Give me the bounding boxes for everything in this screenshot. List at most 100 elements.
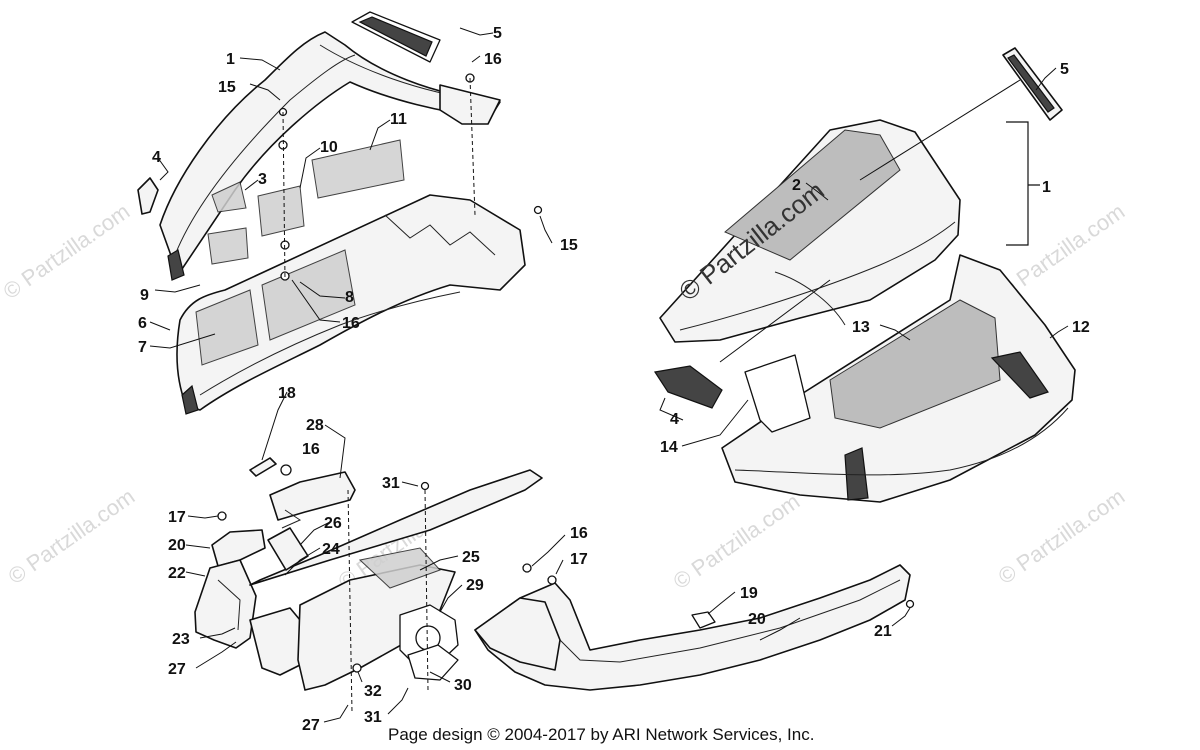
callout-17: 17 — [168, 509, 186, 526]
leader — [195, 641, 237, 669]
leader — [805, 182, 829, 201]
heat-shield-28 — [269, 471, 356, 521]
callout-19: 19 — [740, 585, 758, 602]
hood-mount-bracket — [439, 84, 501, 125]
vent-grille — [358, 16, 433, 57]
copyright-footer: Page design © 2004-2017 by ARI Network S… — [388, 725, 814, 744]
bracket-26 — [267, 527, 309, 571]
decal-13 — [829, 299, 1001, 429]
callout-4: 4 — [152, 149, 161, 166]
callout-9: 9 — [140, 287, 149, 304]
leader — [539, 215, 553, 244]
callout-16: 16 — [484, 51, 502, 68]
right-nose-bracket — [474, 597, 561, 671]
callout-27: 27 — [168, 661, 186, 678]
hood-top-assembly — [137, 11, 543, 415]
callout-26: 26 — [324, 515, 342, 532]
callout-31: 31 — [364, 709, 382, 726]
screw-17b — [547, 575, 557, 585]
callout-20: 20 — [748, 611, 766, 628]
belly-pan-assembly — [194, 457, 915, 713]
flange-30-ring — [407, 644, 459, 681]
decal-14 — [744, 354, 811, 433]
hood-front-ridge — [384, 214, 496, 256]
leader — [439, 584, 463, 613]
right-vent-grille — [1007, 54, 1055, 113]
belly-pan-24 — [249, 469, 543, 586]
leader — [891, 607, 911, 627]
upper-panel-crease — [679, 221, 956, 331]
leader — [1049, 325, 1069, 339]
callout-8: 8 — [345, 289, 354, 306]
leader — [239, 57, 281, 71]
heat-shield-fold — [281, 509, 302, 529]
callout-3: 3 — [258, 171, 267, 188]
leader — [185, 571, 206, 577]
assembly-axis — [282, 111, 286, 281]
leader — [244, 179, 259, 191]
leader-lines — [149, 27, 1069, 723]
callout-5: 5 — [1060, 61, 1069, 78]
callout-5: 5 — [493, 25, 502, 42]
clip-32 — [352, 663, 362, 673]
side-trim-left — [137, 177, 159, 215]
screw-17 — [217, 511, 227, 521]
clip-18 — [249, 457, 277, 477]
leader — [249, 83, 281, 101]
callout-labels: 1 5 16 15 11 10 4 3 15 9 8 6 16 7 5 2 1 … — [138, 25, 1090, 734]
decal-2 — [724, 129, 901, 261]
callout-16: 16 — [342, 315, 360, 332]
assembly-axis — [424, 489, 429, 691]
callout-23: 23 — [172, 631, 190, 648]
callout-15: 15 — [218, 79, 236, 96]
leader — [149, 333, 216, 349]
bracket-22 — [194, 559, 257, 649]
nut-16c — [280, 464, 292, 476]
decal-11 — [311, 139, 405, 199]
rivet-19 — [691, 611, 716, 629]
leader — [471, 55, 481, 63]
callout-18: 18 — [278, 385, 296, 402]
callout-24: 24 — [322, 541, 340, 558]
callout-20: 20 — [168, 537, 186, 554]
callout-1: 1 — [226, 51, 235, 68]
leader — [324, 424, 346, 479]
callout-21: 21 — [874, 623, 892, 640]
callout-29: 29 — [466, 577, 484, 594]
callout-1: 1 — [1042, 179, 1051, 196]
callout-32: 32 — [364, 683, 382, 700]
leader — [369, 119, 391, 151]
leader — [299, 281, 346, 299]
assembly-axis — [347, 489, 353, 713]
leader — [261, 391, 288, 461]
callout-4: 4 — [670, 411, 679, 428]
callout-11: 11 — [390, 111, 407, 128]
leader — [157, 157, 169, 181]
leader — [199, 627, 236, 639]
leader — [299, 521, 331, 546]
leader — [154, 284, 201, 293]
insulation-25 — [358, 547, 441, 589]
hood-front-window-left — [195, 289, 259, 366]
callout-27: 27 — [302, 717, 320, 734]
callout-13: 13 — [852, 319, 870, 336]
assembly-axis — [469, 77, 476, 216]
leader — [284, 547, 321, 576]
grille-leader — [859, 79, 1021, 181]
leader — [299, 147, 321, 189]
hood-front-ridge — [199, 291, 461, 396]
callout-25: 25 — [462, 549, 480, 566]
callout-10: 10 — [320, 139, 338, 156]
decal-10 — [257, 185, 305, 237]
callout-16: 16 — [570, 525, 588, 542]
leader — [681, 399, 749, 447]
watermark-tile: © Partzilla.com — [994, 484, 1130, 590]
callout-30: 30 — [454, 677, 472, 694]
lower-panel-slot — [844, 447, 869, 501]
leader — [429, 671, 451, 683]
leader — [531, 534, 566, 567]
callout-6: 6 — [138, 315, 147, 332]
hood-top-edge — [174, 54, 356, 256]
leader — [387, 687, 409, 715]
hood-front-louver — [181, 384, 199, 415]
